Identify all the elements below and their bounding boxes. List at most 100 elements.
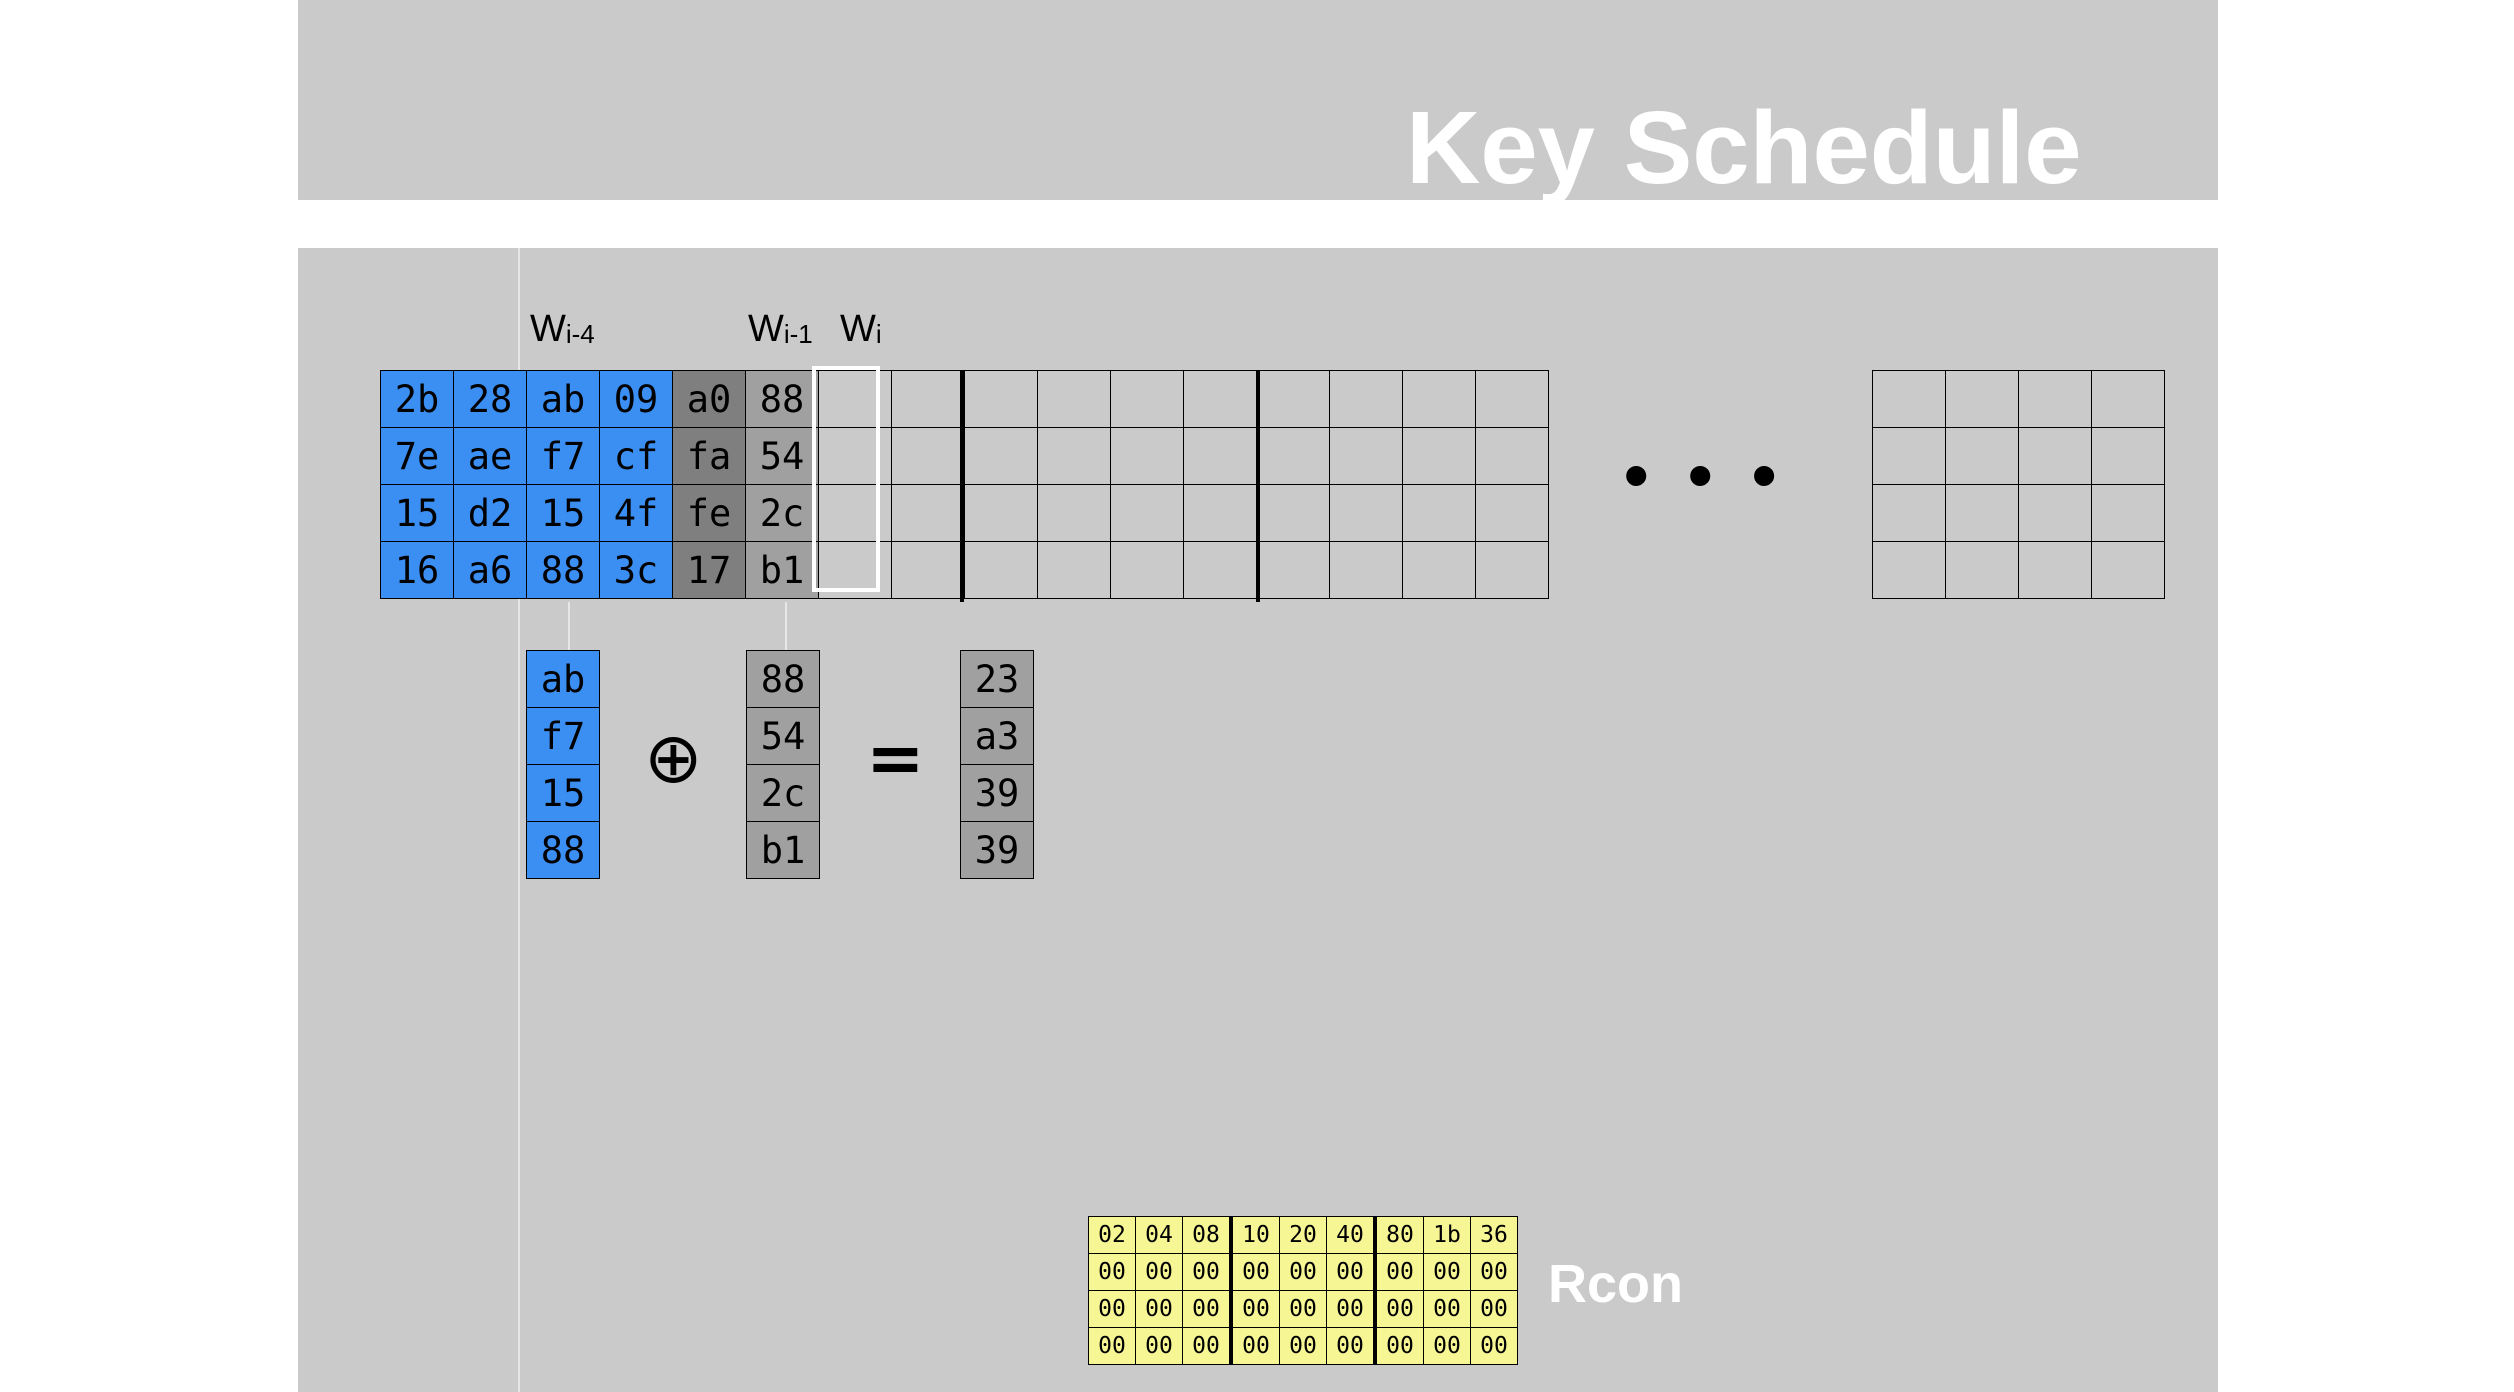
cell — [2091, 484, 2165, 542]
cell — [1402, 427, 1476, 485]
label-w-i-minus-4: Wi-4 — [530, 308, 595, 350]
cell — [1872, 484, 1946, 542]
cell: fa — [672, 427, 746, 485]
cell: 00 — [1182, 1290, 1232, 1328]
cell — [2018, 427, 2092, 485]
cell — [1475, 427, 1549, 485]
column-row: 39 — [960, 821, 1034, 879]
cell — [1872, 541, 1946, 599]
cell: 88 — [526, 541, 600, 599]
matrix-row — [1872, 427, 2165, 485]
cell — [1183, 427, 1257, 485]
cell: 7e — [380, 427, 454, 485]
matrix-row — [1872, 370, 2165, 428]
cell — [1110, 484, 1184, 542]
cell — [1945, 427, 2019, 485]
cell — [1329, 427, 1403, 485]
cell — [1402, 370, 1476, 428]
cell — [1256, 370, 1330, 428]
ellipsis: • • • — [1624, 436, 1787, 514]
cell: 00 — [1135, 1327, 1183, 1365]
matrix-row — [1872, 541, 2165, 599]
cell — [964, 427, 1038, 485]
cell: d2 — [453, 484, 527, 542]
cell: 23 — [960, 650, 1034, 708]
cell — [1110, 541, 1184, 599]
cell: 00 — [1470, 1290, 1518, 1328]
cell — [1329, 541, 1403, 599]
cell — [1256, 541, 1330, 599]
cell: 17 — [672, 541, 746, 599]
cell: 54 — [745, 427, 819, 485]
cell: 2b — [380, 370, 454, 428]
cell: a3 — [960, 707, 1034, 765]
cell: 00 — [1326, 1253, 1376, 1291]
cell — [1110, 427, 1184, 485]
cell: 16 — [380, 541, 454, 599]
cell: 00 — [1423, 1327, 1471, 1365]
cell — [964, 370, 1038, 428]
cell — [1475, 484, 1549, 542]
cell — [964, 484, 1038, 542]
cell — [2091, 541, 2165, 599]
cell — [964, 541, 1038, 599]
cell: ab — [526, 370, 600, 428]
cell — [891, 541, 965, 599]
cell — [891, 484, 965, 542]
cell — [1183, 541, 1257, 599]
cell — [1475, 541, 1549, 599]
cell: 80 — [1373, 1216, 1424, 1254]
cell — [1945, 370, 2019, 428]
cell: 08 — [1182, 1216, 1232, 1254]
cell: 00 — [1229, 1327, 1280, 1365]
cell — [1402, 484, 1476, 542]
cell — [2018, 541, 2092, 599]
column-row: b1 — [746, 821, 820, 879]
cell: 40 — [1326, 1216, 1376, 1254]
cell — [1872, 427, 1946, 485]
cell — [1256, 484, 1330, 542]
cell: 09 — [599, 370, 673, 428]
cell: 00 — [1279, 1327, 1327, 1365]
equals-sign: = — [866, 717, 925, 799]
cell — [891, 427, 965, 485]
column-row: f7 — [526, 707, 600, 765]
column-row: a3 — [960, 707, 1034, 765]
label-w-i: Wi — [840, 308, 882, 350]
cell: 00 — [1088, 1253, 1136, 1291]
cell: 00 — [1373, 1290, 1424, 1328]
cell — [1256, 427, 1330, 485]
cell — [2091, 370, 2165, 428]
cell — [2091, 427, 2165, 485]
cell: 15 — [526, 484, 600, 542]
cell: 00 — [1470, 1327, 1518, 1365]
column-row: 88 — [746, 650, 820, 708]
cell: a6 — [453, 541, 527, 599]
cell — [1872, 370, 1946, 428]
cell — [1037, 370, 1111, 428]
cell: 00 — [1088, 1290, 1136, 1328]
column-row: 88 — [526, 821, 600, 879]
cell: 00 — [1229, 1290, 1280, 1328]
cell: 00 — [1423, 1253, 1471, 1291]
column-row: 54 — [746, 707, 820, 765]
cell: 00 — [1135, 1290, 1183, 1328]
cell: b1 — [746, 821, 820, 879]
cell — [1329, 484, 1403, 542]
cell: 02 — [1088, 1216, 1136, 1254]
cell: 28 — [453, 370, 527, 428]
cell: 15 — [526, 764, 600, 822]
cell: 36 — [1470, 1216, 1518, 1254]
cell: 39 — [960, 821, 1034, 879]
column-row: 15 — [526, 764, 600, 822]
cell: 00 — [1182, 1327, 1232, 1365]
cell — [2018, 484, 2092, 542]
rcon-label: Rcon — [1548, 1254, 1683, 1314]
column-row: ab — [526, 650, 600, 708]
